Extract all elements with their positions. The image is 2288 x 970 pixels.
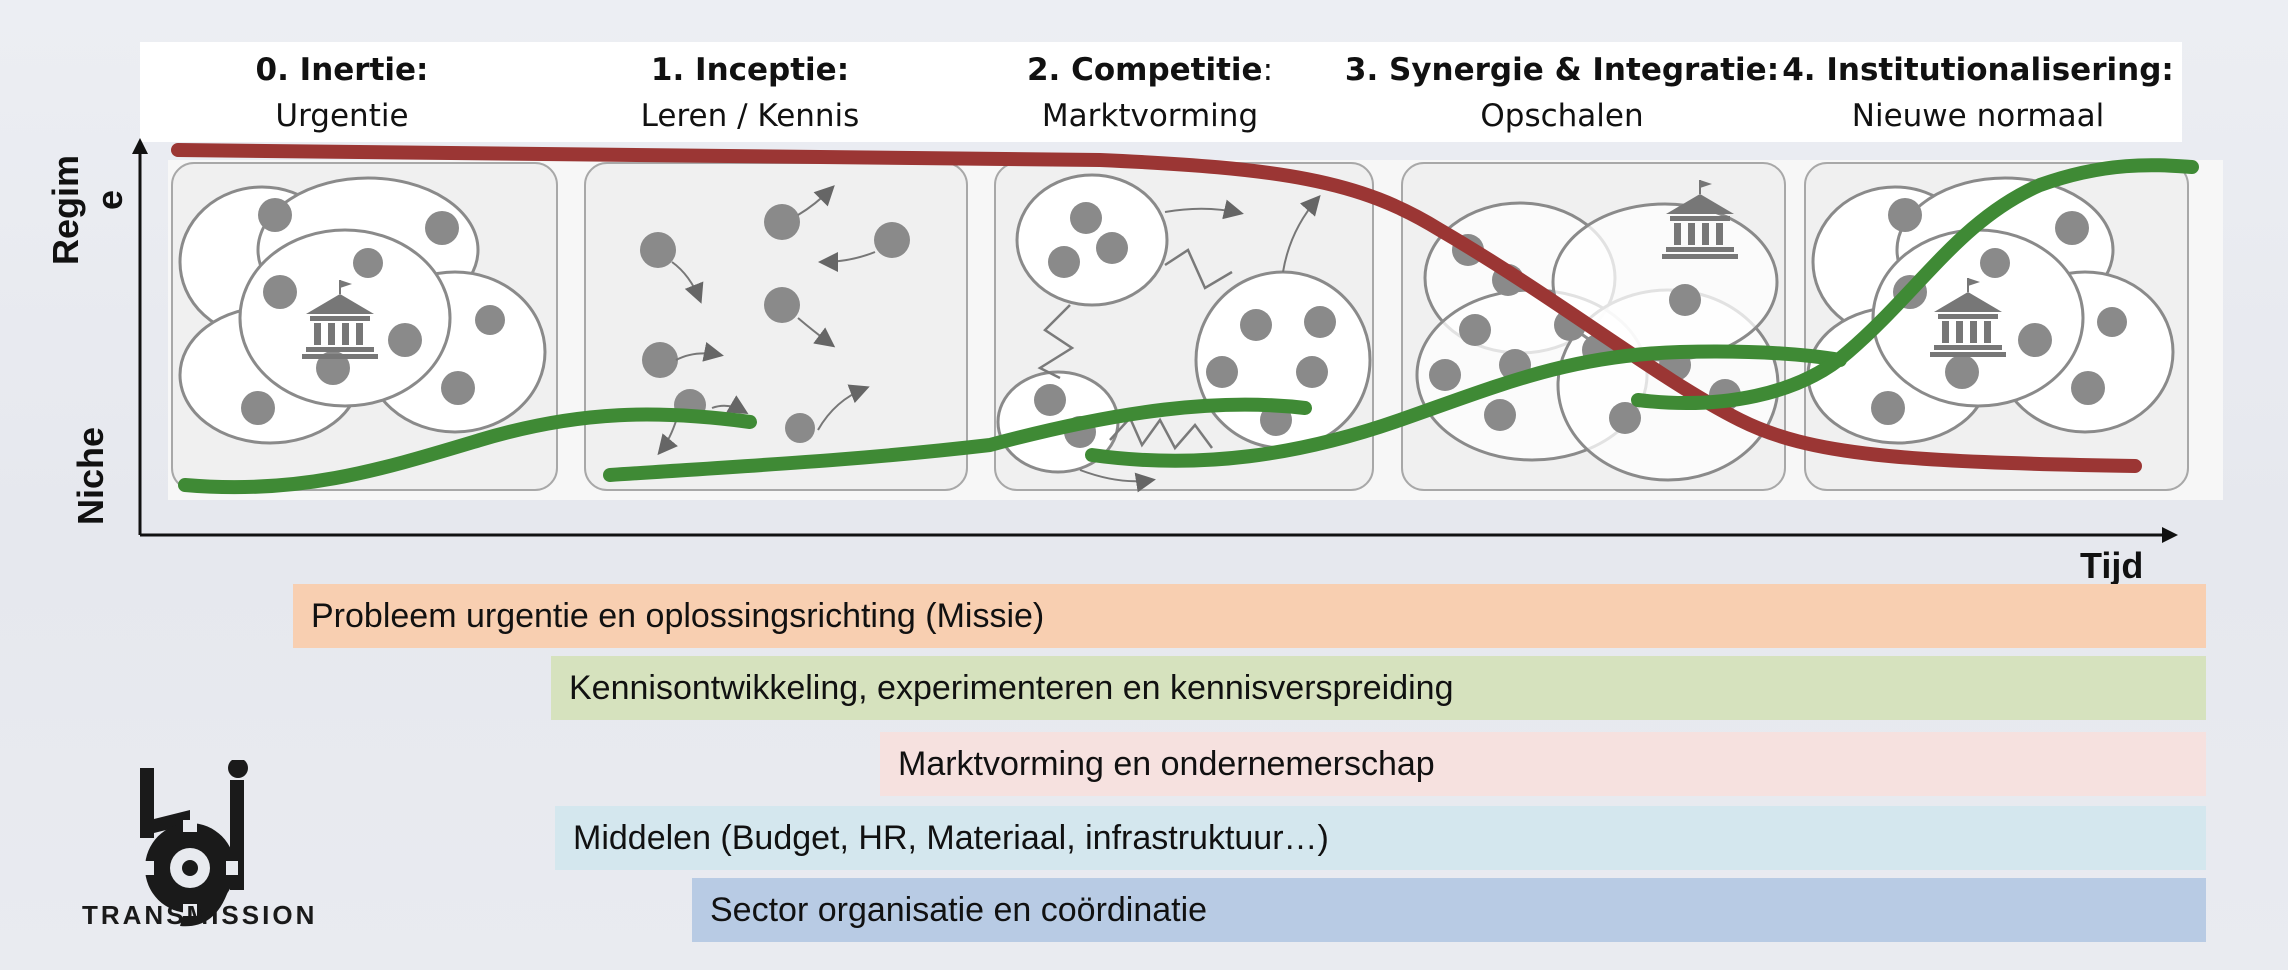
phase-header-2: 2. Competitie: Marktvorming — [1027, 52, 1273, 134]
phase-header-4: 4. Institutionalisering: Nieuwe normaal — [1782, 52, 2174, 134]
phase-subtitle: Leren / Kennis — [641, 98, 860, 134]
phase-header-0: 0. Inertie: Urgentie — [256, 52, 429, 134]
phase-subtitle: Opschalen — [1480, 98, 1643, 134]
niche-curve-1 — [603, 397, 1312, 482]
band-marktvorming: Marktvorming en ondernemerschap — [880, 732, 2206, 796]
niche-curves — [178, 158, 2199, 495]
phase-subtitle: Nieuwe normaal — [1852, 98, 2104, 134]
phase-title: 4. Institutionalisering: — [1782, 52, 2174, 88]
phase-subtitle: Urgentie — [275, 98, 408, 134]
phase-header-3: 3. Synergie & Integratie: Opschalen — [1345, 52, 1779, 134]
y-axis-label-regime-1: Regim — [45, 155, 86, 265]
axes — [132, 138, 2178, 543]
niche-curve-0 — [178, 407, 757, 495]
niche-curve-3 — [1631, 158, 2199, 410]
band-kennisontwikkeling: Kennisontwikkeling, experimenteren en ke… — [551, 656, 2206, 720]
logo-text: TRANSMISSION — [82, 900, 318, 930]
y-axis-label-regime-2: e — [89, 190, 130, 210]
phase-subtitle: Marktvorming — [1042, 98, 1258, 134]
transmission-logo-icon — [140, 760, 248, 927]
svg-text:2. Competitie:: 2. Competitie: — [1027, 52, 1273, 88]
cluster-institutionalisering — [1806, 176, 2175, 445]
phase-title-colon: : — [1263, 52, 1273, 88]
x-axis-label: Tijd — [2080, 545, 2143, 586]
phase-header-1: 1. Inceptie: Leren / Kennis — [641, 52, 860, 134]
regime-curve — [171, 143, 2142, 473]
phase-title: 1. Inceptie: — [651, 52, 849, 88]
cluster-competitie — [996, 173, 1372, 493]
phase-title: 0. Inertie: — [256, 52, 429, 88]
actors-inceptie — [640, 185, 910, 456]
phase-title: 3. Synergie & Integratie: — [1345, 52, 1779, 88]
band-sector-organisatie: Sector organisatie en coördinatie — [692, 878, 2206, 942]
band-missie: Probleem urgentie en oplossingsrichting … — [293, 584, 2206, 648]
y-axis-label-niche: Niche — [70, 427, 111, 525]
band-middelen: Middelen (Budget, HR, Materiaal, infrast… — [555, 806, 2206, 870]
niche-curve-2 — [1085, 344, 1847, 468]
actor-dots-inertie — [241, 198, 505, 425]
header-strip — [140, 42, 2182, 142]
phase-title: 2. Competitie — [1027, 52, 1263, 88]
